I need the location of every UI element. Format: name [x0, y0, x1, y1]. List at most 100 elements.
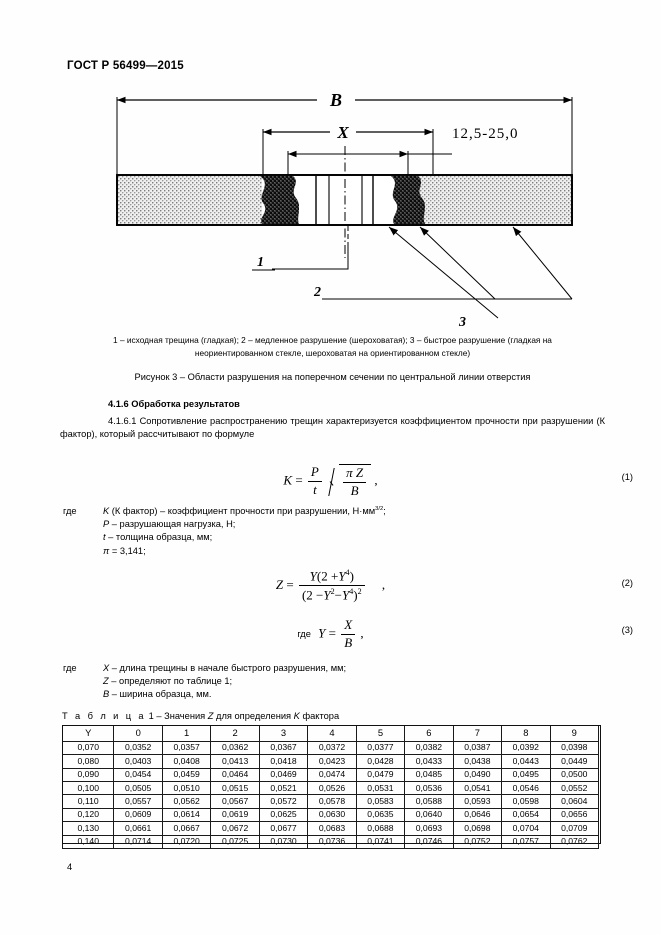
table-cell-z: 0,0392 — [501, 740, 551, 756]
callout-3: 3 — [388, 226, 499, 326]
table-cell-z: 0,0725 — [210, 834, 260, 850]
where-item-B: B – ширина образца, мм. — [103, 688, 346, 701]
table-cell-z: 0,0362 — [210, 740, 260, 756]
f2-den-Y2: Y — [341, 587, 350, 603]
formula-2-equals: = — [286, 576, 294, 592]
table-cell-z: 0,0536 — [404, 781, 454, 796]
callout-1-label: 1 — [257, 255, 264, 270]
table-cell-z: 0,0688 — [355, 821, 406, 836]
zone-slow-fracture-left — [260, 176, 300, 224]
f2-num-exp: 4 — [345, 568, 350, 577]
table-cell-z: 0,0646 — [452, 807, 503, 823]
table-cell-z: 0,0677 — [258, 821, 309, 836]
table-header-cell-10: 9 — [549, 725, 600, 742]
formula-2-lhs: Z — [275, 576, 284, 592]
where-block-1: где K (К фактор) – коэффициент прочности… — [63, 505, 386, 558]
symbol-t: t — [103, 532, 106, 543]
table-caption-mid: для определения — [213, 711, 294, 721]
table-cell-z: 0,0614 — [161, 807, 212, 823]
formula-2-numerator: Y(2 +Y4) — [298, 568, 365, 587]
table-cell-y: 0,080 — [61, 754, 115, 769]
table-header-cell-4: 3 — [258, 725, 309, 742]
table-caption-K: K — [293, 711, 300, 721]
table-cell-z: 0,0510 — [161, 781, 212, 796]
table-cell-y: 0,140 — [61, 834, 115, 850]
formula-3-equals: = — [328, 625, 336, 641]
table-cell-z: 0,0704 — [501, 821, 551, 836]
table-cell-z: 0,0720 — [161, 834, 212, 850]
callout-3-label: 3 — [458, 315, 466, 326]
f2-den-square: 2 — [357, 587, 362, 597]
formula-1-equals: = — [295, 472, 303, 488]
where-item-K-exponent: 3/2 — [375, 506, 384, 512]
table-cell-z: 0,0630 — [307, 807, 357, 823]
figure-title: Рисунок 3 – Области разрушения на попере… — [134, 372, 531, 382]
where-item-X-text: – длина трещины в начале быстрого разруш… — [109, 663, 347, 673]
where-keyword-2: где — [63, 663, 77, 673]
f2-num-close: ) — [349, 568, 354, 584]
table-cell-z: 0,0377 — [355, 740, 406, 756]
table-cell-z: 0,0588 — [404, 794, 454, 809]
table-cell-z: 0,0433 — [404, 754, 454, 769]
zone-slow-fracture-right — [391, 176, 425, 224]
formula-1-rad-numerator: π Z — [343, 465, 367, 483]
table-cell-z: 0,0485 — [404, 767, 454, 783]
table-cell-z: 0,0505 — [113, 781, 163, 796]
table-header-cell-5: 4 — [307, 725, 357, 742]
formula-2-comma: , — [381, 576, 386, 592]
table-cell-z: 0,0640 — [404, 807, 454, 823]
formula-1: K = P t π Z B , — [0, 464, 661, 499]
figure-3-cross-section: B X 12,5-25,0 — [100, 86, 585, 326]
table-cell-z: 0,0408 — [161, 754, 212, 769]
table-cell-z: 0,0449 — [549, 754, 600, 769]
table-cell-z: 0,0762 — [549, 834, 600, 850]
table-caption: Т а б л и ц а 1 – Значения Z для определ… — [62, 711, 339, 721]
table-cell-z: 0,0541 — [452, 781, 503, 796]
formula-2-number: (2) — [621, 578, 633, 588]
table-cell-z: 0,0714 — [113, 834, 163, 850]
formula-1-comma: , — [374, 472, 378, 488]
table-cell-z: 0,0693 — [404, 821, 454, 836]
symbol-K: K — [103, 506, 110, 517]
table-cell-z: 0,0654 — [501, 807, 551, 823]
f2-den-open: (2 − — [301, 587, 324, 603]
table-cell-z: 0,0625 — [258, 807, 309, 823]
table-cell-z: 0,0459 — [161, 767, 212, 783]
formula-1-numerator: P — [307, 464, 322, 482]
table-cell-z: 0,0438 — [452, 754, 503, 769]
table-cell-z: 0,0428 — [355, 754, 406, 769]
formula-3-fraction: X B — [341, 617, 356, 651]
where-block-2: где X – длина трещины в начале быстрого … — [63, 662, 346, 702]
where-item-Z: Z – определяют по таблице 1; — [103, 675, 346, 688]
table-header-cell-1: 0 — [113, 725, 163, 742]
table-cell-z: 0,0746 — [404, 834, 454, 850]
table-cell-z: 0,0557 — [113, 794, 163, 809]
f2-num-Y: Y — [309, 568, 317, 584]
table-cell-z: 0,0752 — [452, 834, 503, 850]
f2-den-exp1: 2 — [330, 587, 335, 597]
symbol-Z: Z — [103, 676, 109, 687]
table-cell-z: 0,0683 — [307, 821, 357, 836]
symbol-P: P — [103, 519, 110, 530]
formula-1-lhs: K — [283, 472, 293, 488]
callout-2: 2 — [313, 226, 573, 300]
figure-legend-line1: 1 – исходная трещина (гладкая); 2 – медл… — [113, 335, 552, 345]
table-cell-y: 0,090 — [61, 767, 115, 783]
table-caption-main: 1 – Значения — [146, 711, 208, 721]
leader-slow-fracture — [419, 226, 496, 300]
table-cell-z: 0,0443 — [501, 754, 551, 769]
table-cell-y: 0,120 — [61, 807, 115, 823]
where-item-K: K (К фактор) – коэффициент прочности при… — [103, 505, 386, 518]
table-caption-tail: фактора — [299, 711, 340, 721]
formula-1-fraction: P t — [307, 464, 322, 498]
table-cell-z: 0,0572 — [258, 794, 309, 809]
where-item-t: t – толщина образца, мм; — [103, 531, 386, 544]
label-X: X — [336, 123, 349, 142]
table-cell-z: 0,0709 — [549, 821, 600, 836]
where-item-K-text: (К фактор) – коэффициент прочности при р… — [109, 506, 376, 517]
